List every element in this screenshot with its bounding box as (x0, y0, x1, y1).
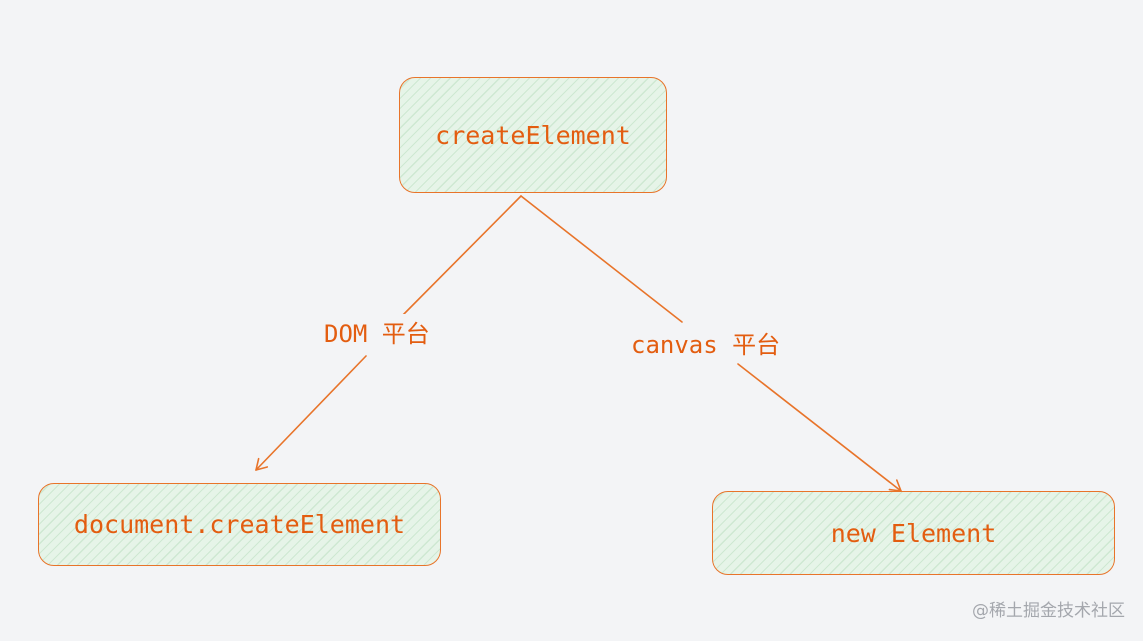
edge-canvas-lower (737, 363, 902, 492)
edge-label-dom: DOM 平台 (320, 314, 434, 349)
node-document-create-element-label: document.createElement (73, 510, 406, 539)
node-new-element: new Element (712, 491, 1115, 575)
edge-dom-upper (397, 195, 522, 321)
node-create-element-label: createElement (435, 120, 631, 150)
node-create-element: createElement (399, 77, 667, 193)
edge-dom-lower (255, 355, 367, 471)
node-new-element-label: new Element (830, 518, 997, 548)
node-document-create-element: document.createElement (38, 483, 441, 566)
watermark: @稀土掘金技术社区 (972, 601, 1125, 621)
edge-label-canvas: canvas 平台 (627, 325, 785, 360)
edge-canvas-upper (520, 195, 683, 323)
